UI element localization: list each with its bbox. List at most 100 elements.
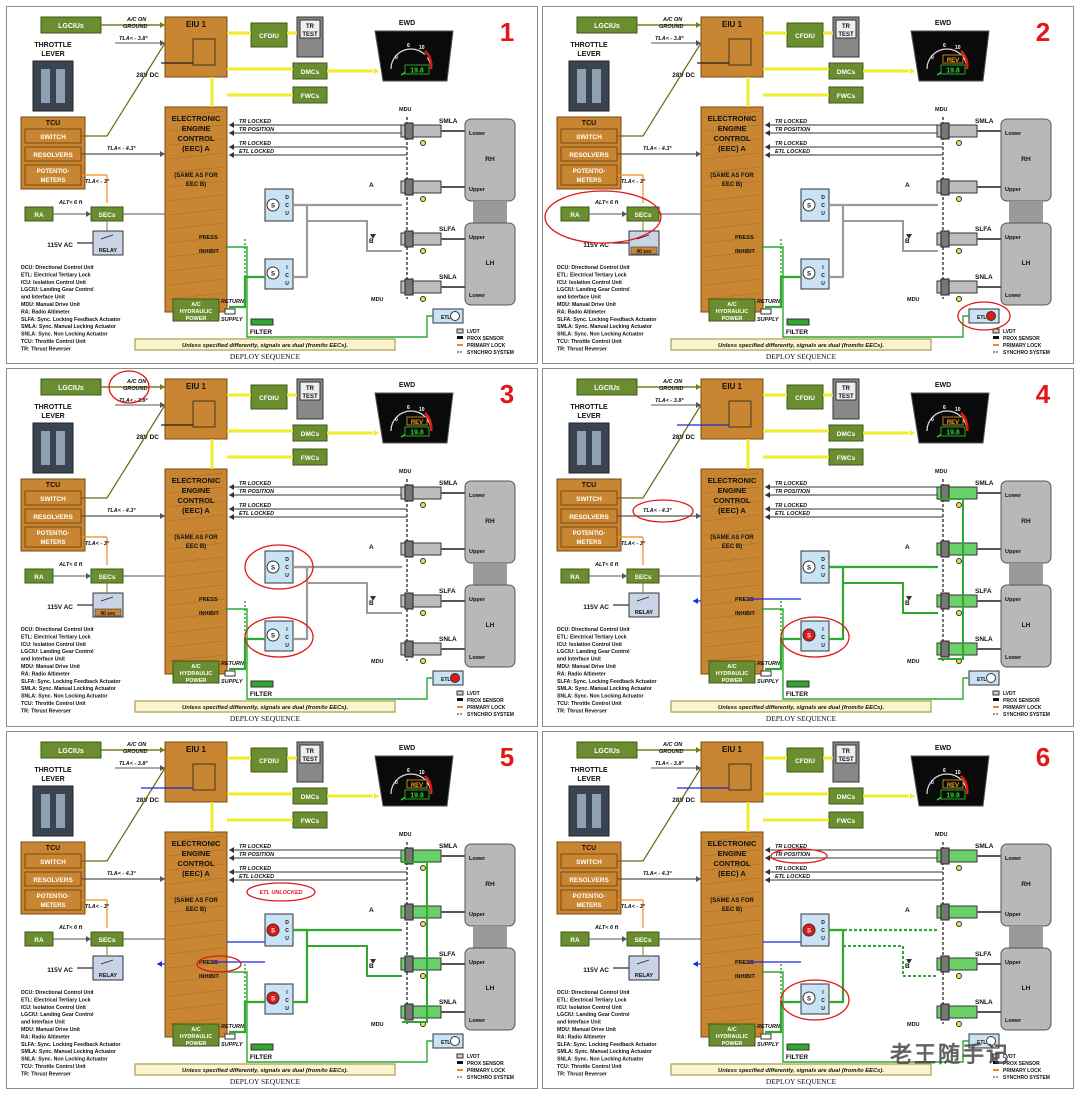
eiu-label: EIU 1: [722, 20, 743, 29]
fwcs-label: FWCs: [837, 818, 856, 825]
arrow-head: [160, 402, 165, 409]
ewd-arrow: [910, 68, 915, 74]
highlight-sec-ra: [544, 190, 662, 244]
deploy-sequence-title: DEPLOY SEQUENCE: [766, 1077, 837, 1086]
dcu-letter-1: D: [821, 557, 825, 563]
signal-label-tr_position: TR POSITION: [239, 489, 275, 495]
ewd-rev-text: REV: [947, 783, 959, 789]
ground-label: GROUND: [659, 386, 683, 392]
eec-title-line1: ELECTRONIC: [172, 476, 221, 485]
tcu-switch-label: SWITCH: [576, 859, 602, 866]
tla43-label: TLA< - 4.3°: [643, 146, 672, 152]
actuator-head: [940, 1003, 950, 1021]
icu-letter-2: C: [285, 635, 289, 641]
circuit-trace: [704, 543, 760, 550]
dcu-solenoid-label: S: [807, 566, 811, 572]
tcu-pot-label-1: POTENTIO-: [573, 531, 606, 537]
actuator-head: [940, 955, 950, 973]
dmcs-label: DMCs: [837, 69, 856, 76]
ewd-rev-box: [406, 54, 428, 64]
tr-test-label-2: TEST: [302, 757, 318, 763]
glossary-entry: TCU: Throttle Control Unit: [557, 1064, 622, 1070]
slfa-label: SLFA: [439, 226, 456, 233]
alt6-label: ALT< 6 ft: [58, 200, 83, 206]
tcu-eiu-line: [81, 405, 166, 499]
note-text: Unless specified differently, signals ar…: [718, 1068, 884, 1074]
throttle-lever-image[interactable]: [32, 60, 74, 112]
ac115-label: 115V AC: [47, 242, 73, 249]
ewd-label: EWD: [399, 745, 415, 752]
press-label: PRESS: [735, 235, 754, 241]
circuit-trace: [168, 835, 224, 842]
panel-number: 2: [1036, 17, 1050, 47]
hyd-actuator-bus: [938, 498, 964, 661]
check-valve: [760, 1033, 772, 1040]
ac-on-label: A/C ON: [662, 742, 683, 748]
actuator-head: [940, 640, 950, 658]
note-text: Unless specified differently, signals ar…: [182, 705, 348, 711]
highlight-icu: [780, 979, 850, 1021]
signal-label-tr_locked: TR LOCKED: [239, 503, 271, 509]
lh-lower-label: Lower: [469, 1018, 486, 1024]
highlight-icu: [780, 616, 850, 658]
prox-sensor: [420, 658, 426, 665]
ewd-value: 19.8: [946, 792, 960, 799]
throttle-lever-image[interactable]: [568, 785, 610, 837]
line-a-label: A: [905, 907, 910, 914]
prox-sensor: [420, 502, 426, 509]
ewd-tick-0: 0: [395, 55, 398, 61]
arrow-head: [696, 875, 701, 882]
throttle-handle-2: [56, 793, 65, 828]
glossary-entry: LGCIU: Landing Gear Control: [21, 287, 94, 293]
signal-label-etl_locked: ETL LOCKED: [775, 149, 810, 155]
fwcs-label: FWCs: [301, 818, 320, 825]
actuator-line-b: [307, 944, 402, 977]
ewd-redline: [424, 774, 433, 794]
etl-solenoid: [450, 1035, 460, 1046]
lh-lower-label: Lower: [1005, 1018, 1022, 1024]
tcu-switch-label: SWITCH: [576, 134, 602, 141]
circuit-trace: [704, 222, 760, 230]
arrow-head: [765, 846, 770, 853]
circuit-trace: [168, 264, 224, 272]
etl-power-line: [225, 608, 433, 701]
tr-test-label-2: TEST: [838, 32, 854, 38]
eiu-switch: [192, 763, 216, 791]
throttle-handle-2: [592, 793, 601, 828]
eiu-switch: [192, 400, 216, 428]
panel-number: 4: [1036, 379, 1051, 409]
eec-title-line3: CONTROL: [713, 496, 750, 505]
highlight-ac-on-ground: [108, 370, 150, 404]
throttle-lever-image[interactable]: [568, 60, 610, 112]
hyd-label-2: HYDRAULIC: [716, 309, 748, 315]
ac-on-label: A/C ON: [126, 742, 147, 748]
relay-switch: [100, 234, 114, 240]
tla3-label: TLA< - 3°: [85, 179, 110, 185]
circuit-trace: [704, 236, 760, 244]
actuator-head: [404, 122, 414, 140]
throttle-lever-image[interactable]: [568, 422, 610, 474]
tcu-resolvers-label: RESOLVERS: [569, 514, 609, 521]
ewd-value-box: [404, 789, 430, 800]
engine-pylon: [1009, 563, 1043, 586]
tr-test-label-2: TEST: [302, 394, 318, 400]
hyd-label-3: POWER: [186, 316, 207, 322]
circuit-trace: [168, 529, 224, 536]
throttle-lever-image[interactable]: [32, 785, 74, 837]
supply-label: SUPPLY: [221, 679, 244, 685]
eec-title-line1: ELECTRONIC: [708, 114, 757, 123]
circuit-trace: [168, 571, 224, 578]
secs-label: SECs: [635, 212, 652, 219]
etl-power-line: [225, 246, 433, 338]
hyd-supply-line: [765, 275, 801, 309]
throttle-lever-image[interactable]: [32, 422, 74, 474]
tcu-title: TCU: [46, 845, 60, 852]
relay-label: RELAY: [99, 248, 117, 254]
tcu-pot-label-1: POTENTIO-: [573, 169, 606, 175]
icu-dcu-line: [293, 566, 309, 641]
glossary-entry: ICU: Isolation Control Unit: [21, 280, 86, 286]
eec-title-line1: ELECTRONIC: [172, 839, 221, 848]
ewd-rev-text: REV: [947, 420, 959, 426]
tcu-eiu-line: [617, 767, 702, 862]
